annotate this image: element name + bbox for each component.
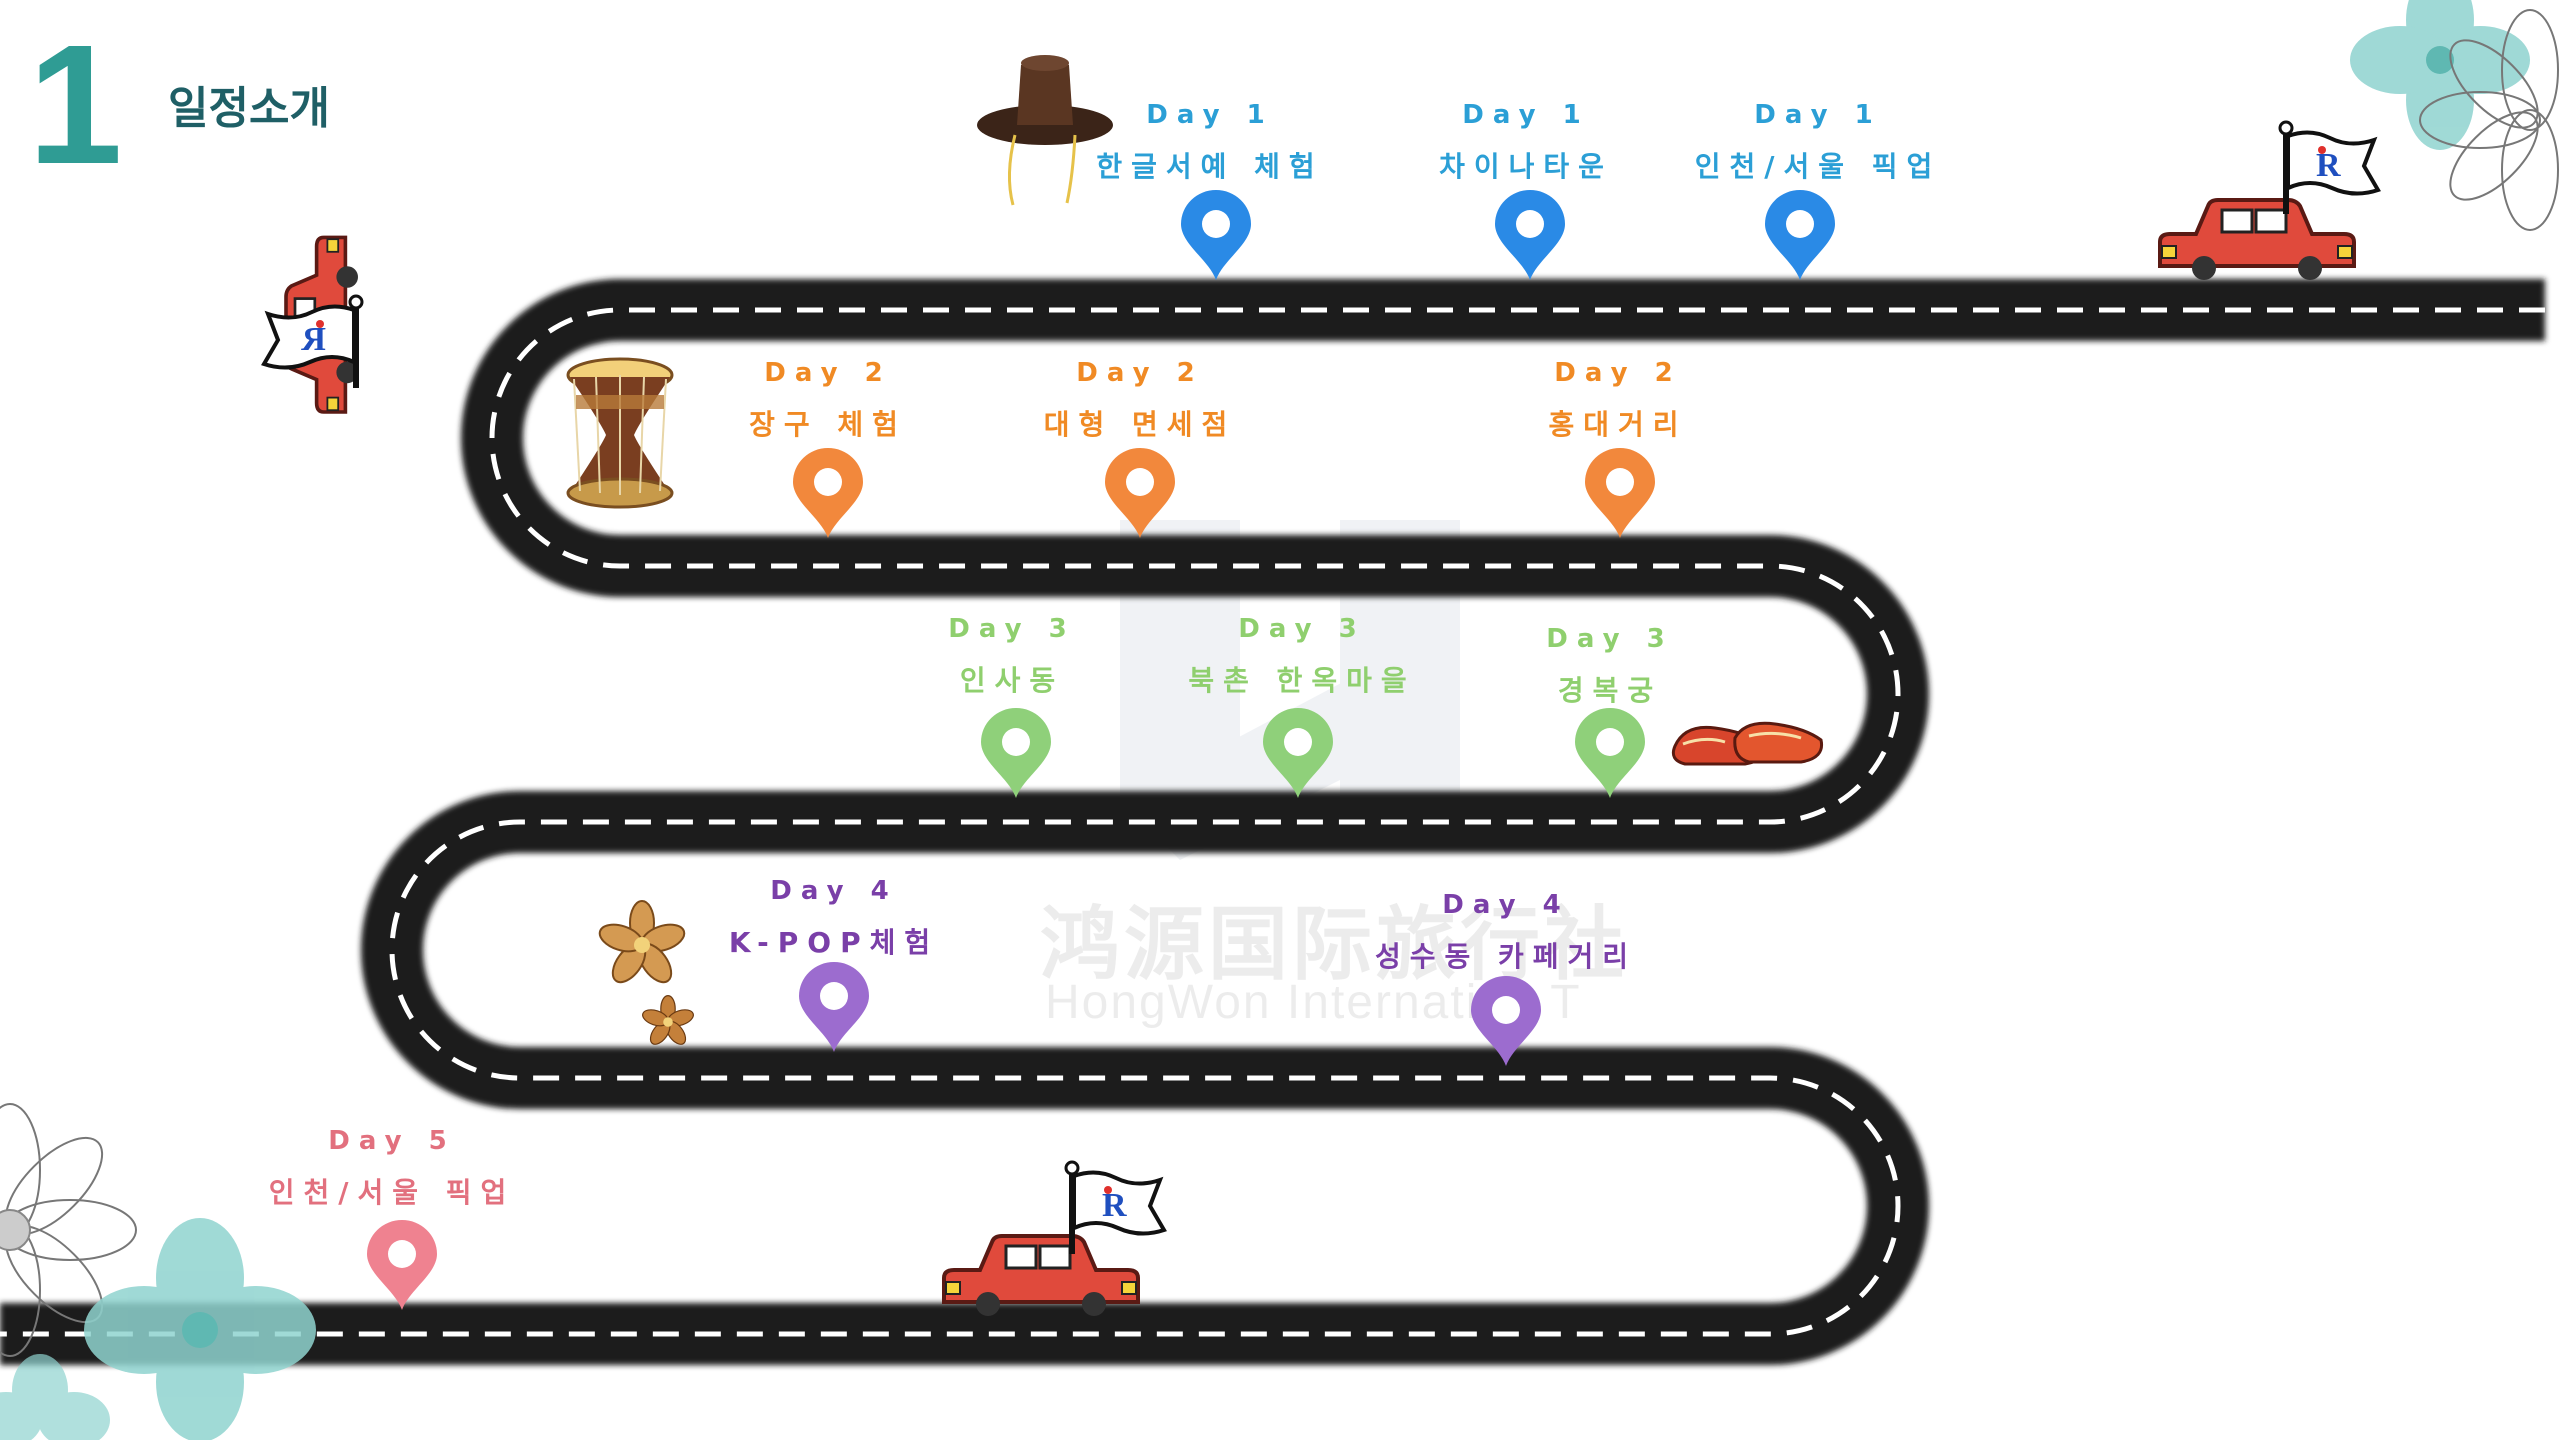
map-pin-icon[interactable]	[1179, 190, 1253, 282]
stop-place-label: 성수동 카페거리	[1374, 940, 1638, 973]
stop-day-label: Day 1	[1754, 100, 1882, 130]
road	[0, 279, 2545, 1365]
stop-seongsu: Day 4 성수동 카페거리	[1346, 888, 1666, 976]
flower-icon	[0, 1354, 110, 1440]
stop-hongdae: Day 2 홍대거리	[1458, 356, 1778, 444]
stop-day-label: Day 3	[948, 614, 1076, 644]
flower-icon	[642, 994, 694, 1045]
stop-place-label: 북촌 한옥마을	[1188, 664, 1416, 697]
stop-duty-free: Day 2 대형 면세점	[980, 356, 1300, 444]
map-pin-icon[interactable]	[1103, 448, 1177, 540]
map-pin-icon[interactable]	[1573, 708, 1647, 800]
gat-hat-icon	[977, 55, 1113, 206]
map-pin-icon[interactable]	[1763, 190, 1837, 282]
stop-kpop: Day 4 K-POP체험	[674, 874, 994, 962]
map-pin-icon[interactable]	[1261, 708, 1335, 800]
map-pin-icon[interactable]	[979, 708, 1053, 800]
page-title: 일정소개	[168, 83, 330, 134]
map-pin-icon[interactable]	[797, 962, 871, 1054]
stop-day-label: Day 3	[1238, 614, 1366, 644]
stop-janggu: Day 2 장구 체험	[668, 356, 988, 444]
stop-day-label: Day 3	[1546, 624, 1674, 654]
stop-day-label: Day 2	[764, 358, 892, 388]
watermark-text-cn: 鸿源国际旅行社	[1040, 898, 1628, 991]
stop-chinatown: Day 1 차이나타운	[1366, 98, 1686, 186]
stop-day-label: Day 4	[770, 876, 898, 906]
stop-incheon-pickup-5: Day 5 인천/서울 픽업	[232, 1124, 552, 1212]
stop-day-label: Day 2	[1554, 358, 1682, 388]
stop-place-label: 인천/서울 픽업	[1694, 150, 1942, 183]
flower-icon	[598, 900, 686, 984]
map-pin-icon[interactable]	[1583, 448, 1657, 540]
stop-place-label: 인천/서울 픽업	[268, 1176, 516, 1209]
stop-place-label: 홍대거리	[1548, 408, 1688, 441]
map-pin-icon[interactable]	[1493, 190, 1567, 282]
flower-icon	[0, 1103, 137, 1357]
stop-place-label: 경복궁	[1557, 674, 1663, 707]
stop-day-label: Day 1	[1146, 100, 1274, 130]
stop-place-label: 대형 면세점	[1043, 408, 1237, 441]
stop-place-label: 장구 체험	[749, 408, 907, 441]
stop-place-label: K-POP체험	[728, 926, 940, 959]
stop-day-label: Day 5	[328, 1126, 456, 1156]
stop-insadong: Day 3 인사동	[852, 612, 1172, 700]
stop-bukchon: Day 3 북촌 한옥마을	[1142, 612, 1462, 700]
stop-gyeongbokgung: Day 3 경복궁	[1450, 622, 1770, 710]
stop-place-label: 한글서예 체험	[1096, 150, 1324, 183]
shoes-icon	[1671, 721, 1824, 766]
car-icon	[942, 1234, 1140, 1318]
janggu-drum-icon	[566, 357, 674, 509]
flower-icon	[2419, 9, 2559, 231]
stop-place-label: 차이나타운	[1439, 150, 1613, 183]
flower-icon	[84, 1218, 316, 1440]
car-icon	[2158, 198, 2356, 282]
stop-incheon-pickup-1: Day 1 인천/서울 픽업	[1658, 98, 1978, 186]
stop-hangeul-calligraphy: Day 1 한글서예 체험	[1050, 98, 1370, 186]
map-pin-icon[interactable]	[365, 1220, 439, 1312]
map-pin-icon[interactable]	[791, 448, 865, 540]
stop-day-label: Day 4	[1442, 890, 1570, 920]
section-number: 1	[28, 10, 123, 200]
stop-place-label: 인사동	[959, 664, 1065, 697]
map-pin-icon[interactable]	[1469, 976, 1543, 1068]
stop-day-label: Day 1	[1462, 100, 1590, 130]
stop-day-label: Day 2	[1076, 358, 1204, 388]
